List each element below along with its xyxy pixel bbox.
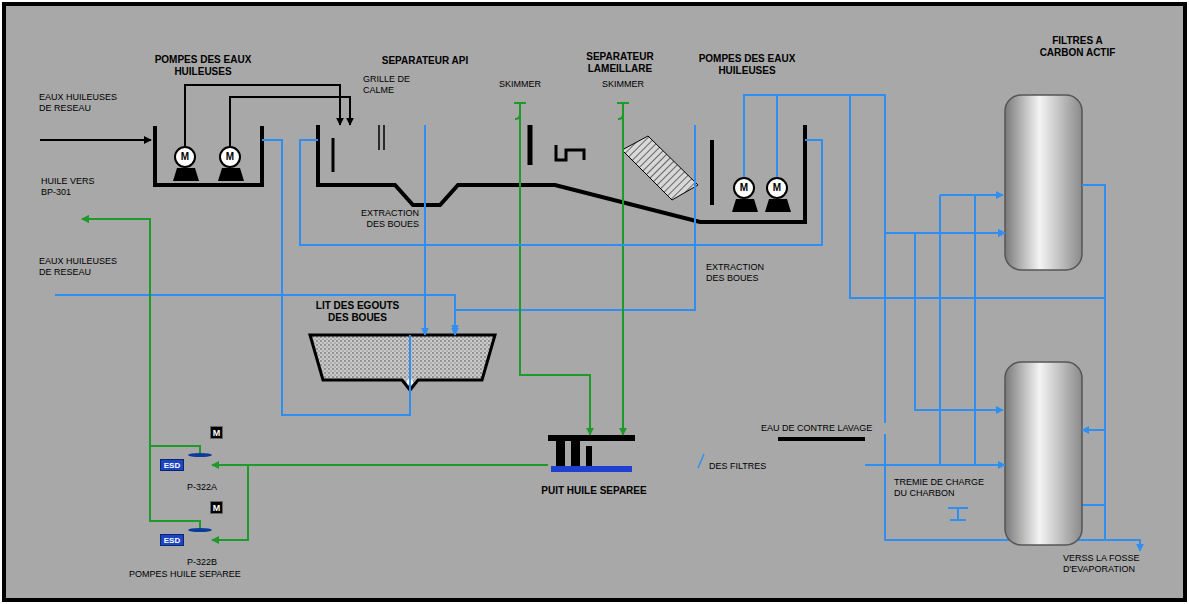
pump-motor: M [733, 177, 755, 199]
separated-oil-pit-inner [571, 439, 580, 469]
filter-piping [915, 233, 1003, 410]
pipe-connector [622, 125, 624, 435]
pump-motor: M [219, 146, 241, 168]
unit-heading: TREMIE DE CHARGE DU CHARBON [893, 477, 988, 499]
stream-label: SKIMMER [490, 79, 550, 90]
unit-heading: PUIT HUILE SEPAREE [524, 485, 664, 497]
filter-piping [948, 508, 968, 520]
connector-label: EXTRACTION DES BOUES [358, 208, 420, 230]
pump-symbol: P-322A [188, 453, 212, 457]
pump-motor: M [174, 146, 196, 168]
pipe-connector [185, 85, 340, 146]
unit-heading: POMPES DES EAUX HUILEUSES [697, 53, 797, 77]
pipe-connector [455, 125, 695, 335]
pump-motor: M [766, 177, 788, 199]
carbon-filter-vessel [1005, 95, 1082, 545]
unit-heading: P-322B [180, 557, 224, 568]
pump-symbol: P-322B [188, 528, 212, 532]
esd-tag: ESD [160, 534, 184, 546]
oil-pit-box: PUIT HUILE SEPAREE [548, 435, 635, 441]
inlet-pit [155, 126, 262, 185]
skimmer-symbol [514, 103, 629, 222]
carbon-filter-vessel [1005, 95, 1082, 270]
separated-oil-pit-inner [551, 466, 632, 472]
pipe-connector [424, 125, 426, 335]
filter-piping [698, 95, 1140, 551]
unit-text: ESD [164, 536, 180, 545]
process-box: EAU DE CONTRE LAVAGEDES FILTRES [778, 437, 865, 441]
esd-tag: ESD [160, 459, 184, 471]
filter-piping [885, 233, 1140, 551]
inlet-pit [155, 126, 262, 185]
separated-oil-pit-inner [551, 439, 632, 472]
motor-tag: M [210, 501, 223, 514]
pipe-connector [262, 140, 410, 415]
unit-heading: P-322A [180, 482, 224, 493]
unit-text: M [740, 182, 748, 194]
separator-basin [332, 138, 335, 172]
unit-text: M [181, 151, 189, 163]
stream-label: EAUX HUILEUSES DE RESEAU [38, 92, 120, 114]
connector-label: EXTRACTION DES BOUES [705, 262, 785, 284]
motor-tag: M [210, 426, 223, 439]
pipe-connector [1082, 185, 1105, 430]
pipe-connector [82, 219, 200, 453]
unit-heading: SEPARATEUR LAMEILLARE [580, 51, 660, 75]
pipe-connector [520, 125, 590, 435]
stream-label: POMPES HUILE SEPAREE [128, 569, 328, 580]
sludge-drying-bed [310, 335, 495, 390]
stream-label: VERSS LA FOSSE D'EVAPORATION [1062, 553, 1172, 575]
unit-heading: POMPES DES EAUX HUILEUSES [153, 54, 253, 78]
unit-text: M [773, 182, 781, 194]
filter-piping [1082, 504, 1105, 506]
separated-oil-pit-inner [556, 439, 565, 469]
separator-basin [379, 125, 384, 150]
unit-text: M [226, 151, 234, 163]
unit-heading: SEPARATEUR API [365, 55, 485, 67]
pump-bases [173, 168, 791, 212]
separator-basin [710, 140, 714, 205]
stream-label: EAUX HUILEUSES DE RESEAU [38, 256, 120, 278]
network-water-line [55, 295, 455, 332]
unit-text: ESD [164, 461, 180, 470]
pipe-connector [865, 464, 1005, 466]
unit-heading: DES FILTRES [708, 461, 772, 472]
pipe-connector [230, 97, 350, 146]
pipe-connector [300, 140, 822, 245]
unit-heading: LIT DES EGOUTS DES BOUES [310, 300, 405, 324]
unit-text: M [213, 428, 221, 438]
stream-label: GRILLE DE CALME [362, 74, 417, 96]
stream-label: SKIMMER [593, 79, 653, 90]
filter-piping [850, 95, 1105, 298]
lamella-plates [622, 136, 698, 200]
inlet-feed-line [40, 139, 151, 141]
unit-heading: HUILE VERS BP-301 [40, 176, 102, 198]
filter-piping [698, 454, 704, 468]
pipe-connector [212, 465, 548, 540]
unit-text: M [213, 503, 221, 513]
carbon-filter-vessel [1005, 362, 1082, 545]
filter-piping [974, 195, 976, 465]
separated-oil-pit-inner [586, 446, 592, 469]
unit-heading: EAU DE CONTRE LAVAGE [760, 423, 890, 434]
filter-piping [939, 195, 941, 465]
frame-ground [4, 4, 1185, 600]
unit-heading: FILTRES A CARBON ACTIF [1035, 35, 1120, 59]
separator-basin [556, 145, 584, 160]
pipe-connector [744, 95, 1005, 233]
filter-piping [940, 194, 1003, 196]
pipe-connector [777, 95, 1005, 233]
separator-basin [528, 125, 533, 165]
